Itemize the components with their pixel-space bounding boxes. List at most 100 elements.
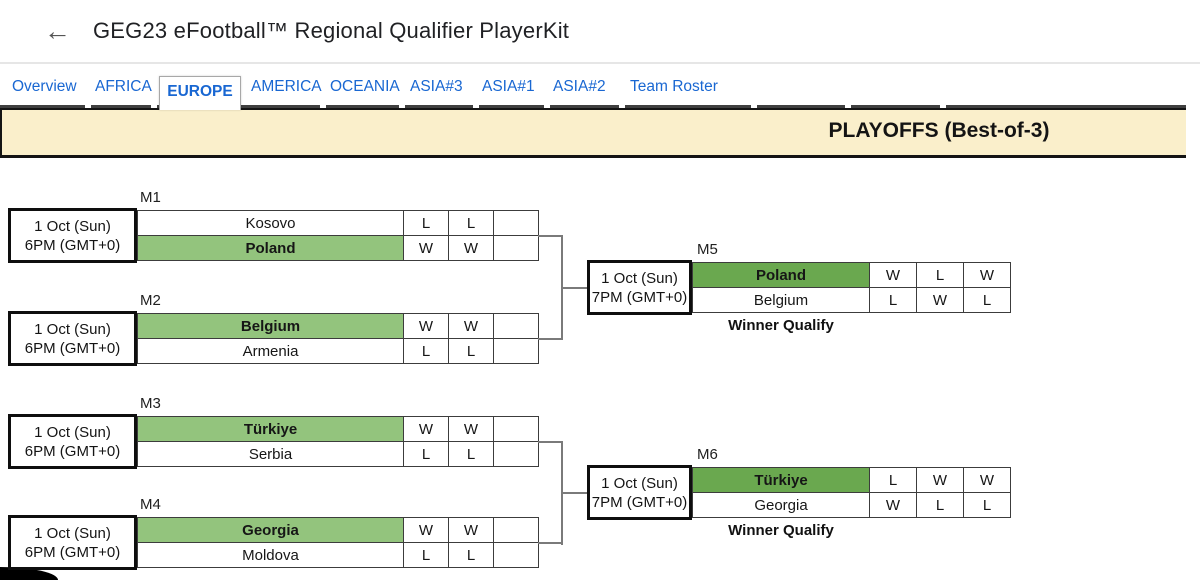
tab-asia2[interactable]: ASIA#2: [553, 78, 606, 95]
match-table: Georgia W W Moldova L L: [137, 517, 539, 568]
match-datetime-box: 1 Oct (Sun)6PM (GMT+0): [8, 208, 137, 263]
team-row: Poland W L W: [692, 262, 1011, 288]
score-cell: L: [403, 210, 449, 236]
score-cell-pending: [493, 542, 539, 568]
team-name-cell: Armenia: [137, 338, 404, 364]
team-name-cell: Belgium: [137, 313, 404, 339]
playoffs-banner: PLAYOFFS (Best-of-3): [0, 107, 1186, 158]
score-cell-pending: [493, 313, 539, 339]
match-m6: M6 1 Oct (Sun)7PM (GMT+0) Türkiye L W W …: [587, 446, 1011, 539]
match-datetime-box: 1 Oct (Sun)6PM (GMT+0): [8, 414, 137, 469]
match-table: Poland W L W Belgium L W L: [692, 262, 1011, 313]
winner-qualify-note: Winner Qualify: [728, 522, 834, 539]
match-label: M1: [140, 189, 161, 206]
team-row: Georgia W L L: [692, 492, 1011, 518]
back-arrow-icon[interactable]: ←: [44, 15, 71, 46]
match-m3: M3 1 Oct (Sun)6PM (GMT+0) Türkiye W W Se…: [8, 395, 539, 469]
score-cell: L: [916, 262, 964, 288]
team-name-cell: Serbia: [137, 441, 404, 467]
score-cell: L: [403, 441, 449, 467]
team-row: Serbia L L: [137, 441, 539, 467]
match-datetime-box: 1 Oct (Sun)6PM (GMT+0): [8, 311, 137, 366]
playoffs-banner-title: PLAYOFFS (Best-of-3): [828, 119, 1050, 142]
team-name-cell: Türkiye: [137, 416, 404, 442]
match-table: Türkiye W W Serbia L L: [137, 416, 539, 467]
team-row: Armenia L L: [137, 338, 539, 364]
score-cell: W: [403, 235, 449, 261]
team-name-cell: Moldova: [137, 542, 404, 568]
playoff-bracket: M1 1 Oct (Sun)6PM (GMT+0) Kosovo L L Pol…: [0, 158, 1200, 580]
score-cell: L: [448, 441, 494, 467]
score-cell: W: [448, 416, 494, 442]
score-cell-pending: [493, 441, 539, 467]
score-cell: L: [448, 210, 494, 236]
score-cell: W: [869, 262, 917, 288]
team-name-cell: Belgium: [692, 287, 870, 313]
score-cell: W: [869, 492, 917, 518]
team-row: Belgium L W L: [692, 287, 1011, 313]
score-cell: L: [403, 338, 449, 364]
winner-qualify-note: Winner Qualify: [728, 317, 834, 334]
tab-oceania[interactable]: OCEANIA: [330, 78, 400, 95]
score-cell: L: [963, 287, 1011, 313]
match-datetime-box: 1 Oct (Sun)7PM (GMT+0): [587, 465, 692, 520]
page-title: GEG23 eFootball™ Regional Qualifier Play…: [93, 18, 570, 43]
team-row: Türkiye L W W: [692, 467, 1011, 493]
tab-overview[interactable]: Overview: [12, 78, 77, 95]
score-cell: W: [403, 416, 449, 442]
team-name-cell: Türkiye: [692, 467, 870, 493]
bracket-connector: [538, 542, 562, 544]
team-name-cell: Poland: [692, 262, 870, 288]
score-cell: L: [403, 542, 449, 568]
score-cell: L: [869, 467, 917, 493]
team-row: Kosovo L L: [137, 210, 539, 236]
score-cell: W: [963, 467, 1011, 493]
team-row: Belgium W W: [137, 313, 539, 339]
score-cell: W: [448, 517, 494, 543]
match-table: Kosovo L L Poland W W: [137, 210, 539, 261]
tab-africa[interactable]: AFRICA: [95, 78, 152, 95]
score-cell: L: [916, 492, 964, 518]
app-bar: ← GEG23 eFootball™ Regional Qualifier Pl…: [0, 0, 1200, 64]
match-label: M4: [140, 496, 161, 513]
bracket-connector: [561, 287, 590, 289]
team-row: Georgia W W: [137, 517, 539, 543]
score-cell-pending: [493, 338, 539, 364]
sheet-tab-bar: Overview AFRICA EUROPE AMERICA OCEANIA A…: [0, 64, 1200, 110]
tab-asia3[interactable]: ASIA#3: [410, 78, 463, 95]
score-cell-pending: [493, 210, 539, 236]
score-cell: L: [963, 492, 1011, 518]
match-m5: M5 1 Oct (Sun)7PM (GMT+0) Poland W L W B…: [587, 241, 1011, 334]
match-label: M6: [697, 446, 718, 463]
tab-america[interactable]: AMERICA: [251, 78, 322, 95]
tab-asia1[interactable]: ASIA#1: [482, 78, 535, 95]
team-row: Türkiye W W: [137, 416, 539, 442]
tab-team-roster[interactable]: Team Roster: [630, 78, 718, 95]
team-name-cell: Georgia: [692, 492, 870, 518]
team-row: Moldova L L: [137, 542, 539, 568]
match-datetime-box: 1 Oct (Sun)7PM (GMT+0): [587, 260, 692, 315]
score-cell: W: [448, 313, 494, 339]
team-name-cell: Poland: [137, 235, 404, 261]
match-m4: M4 1 Oct (Sun)6PM (GMT+0) Georgia W W Mo…: [8, 496, 539, 570]
score-cell: W: [403, 313, 449, 339]
score-cell-pending: [493, 235, 539, 261]
team-name-cell: Kosovo: [137, 210, 404, 236]
match-table: Türkiye L W W Georgia W L L: [692, 467, 1011, 518]
score-cell: W: [916, 287, 964, 313]
bracket-connector: [538, 338, 562, 340]
match-label: M3: [140, 395, 161, 412]
match-datetime-box: 1 Oct (Sun)6PM (GMT+0): [8, 515, 137, 570]
score-cell: W: [403, 517, 449, 543]
score-cell: W: [963, 262, 1011, 288]
match-m1: M1 1 Oct (Sun)6PM (GMT+0) Kosovo L L Pol…: [8, 189, 539, 263]
bracket-connector: [538, 235, 562, 237]
bracket-connector: [538, 441, 562, 443]
score-cell: W: [916, 467, 964, 493]
match-table: Belgium W W Armenia L L: [137, 313, 539, 364]
score-cell-pending: [493, 517, 539, 543]
score-cell: W: [448, 235, 494, 261]
tab-europe[interactable]: EUROPE: [159, 76, 241, 110]
bracket-connector: [561, 492, 590, 494]
